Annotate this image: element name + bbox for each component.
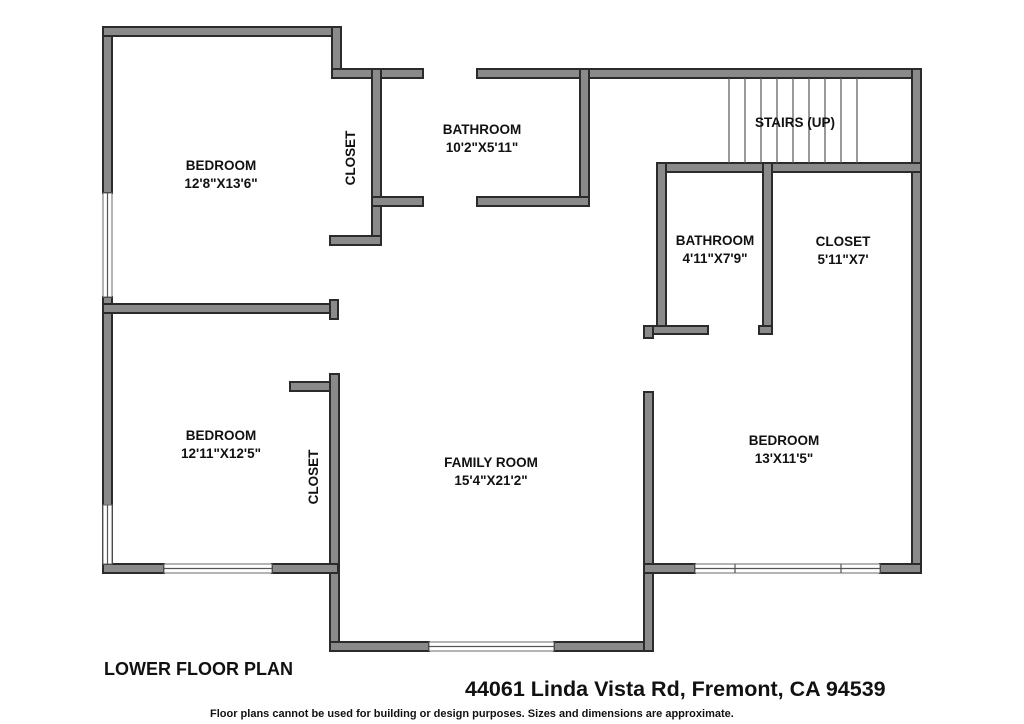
stairs-treads [728, 78, 858, 163]
windows [102, 192, 881, 652]
wall [553, 641, 654, 652]
room-labels: BEDROOM 12'8"X13'6" CLOSET BATHROOM 10'2… [181, 115, 871, 504]
wall [329, 373, 340, 652]
family-room-name: FAMILY ROOM [444, 455, 538, 470]
bedroom-se-size: 13'X11'5" [755, 451, 814, 466]
wall [643, 325, 654, 339]
bathroom-top-size: 10'2"X5'11" [446, 140, 519, 155]
bedroom-sw-name: BEDROOM [186, 428, 257, 443]
wall [911, 68, 922, 574]
wall [102, 303, 338, 314]
wall [656, 162, 667, 335]
family-room-size: 15'4"X21'2" [454, 473, 527, 488]
walls [102, 26, 922, 652]
closet-sw-name: CLOSET [306, 449, 321, 505]
property-address: 44061 Linda Vista Rd, Fremont, CA 94539 [465, 677, 886, 701]
wall [102, 26, 342, 37]
wall [643, 563, 696, 574]
closet-ne-size: 5'11"X7' [817, 252, 868, 267]
bathroom-top-name: BATHROOM [443, 122, 522, 137]
wall [579, 68, 590, 207]
wall [102, 563, 165, 574]
bedroom-nw-size: 12'8"X13'6" [184, 176, 257, 191]
plan-title: LOWER FLOOR PLAN [104, 659, 293, 679]
disclaimer-text: Floor plans cannot be used for building … [210, 708, 734, 720]
closet-ne-name: CLOSET [816, 234, 872, 249]
wall [371, 68, 382, 246]
bathroom-small-name: BATHROOM [676, 233, 755, 248]
wall [271, 563, 339, 574]
wall [102, 26, 113, 194]
wall [762, 162, 773, 335]
wall [476, 196, 590, 207]
bathroom-small-size: 4'11"X7'9" [682, 251, 747, 266]
bedroom-nw-name: BEDROOM [186, 158, 257, 173]
wall [329, 299, 339, 320]
wall [879, 563, 922, 574]
wall [329, 235, 382, 246]
bedroom-se-name: BEDROOM [749, 433, 820, 448]
wall [476, 68, 922, 79]
closet-nw-name: CLOSET [343, 130, 358, 186]
wall [656, 162, 922, 173]
stairs-name: STAIRS (UP) [755, 115, 835, 130]
bedroom-sw-size: 12'11"X12'5" [181, 446, 261, 461]
wall [371, 196, 424, 207]
wall [329, 641, 430, 652]
wall [643, 391, 654, 652]
wall [758, 325, 773, 335]
